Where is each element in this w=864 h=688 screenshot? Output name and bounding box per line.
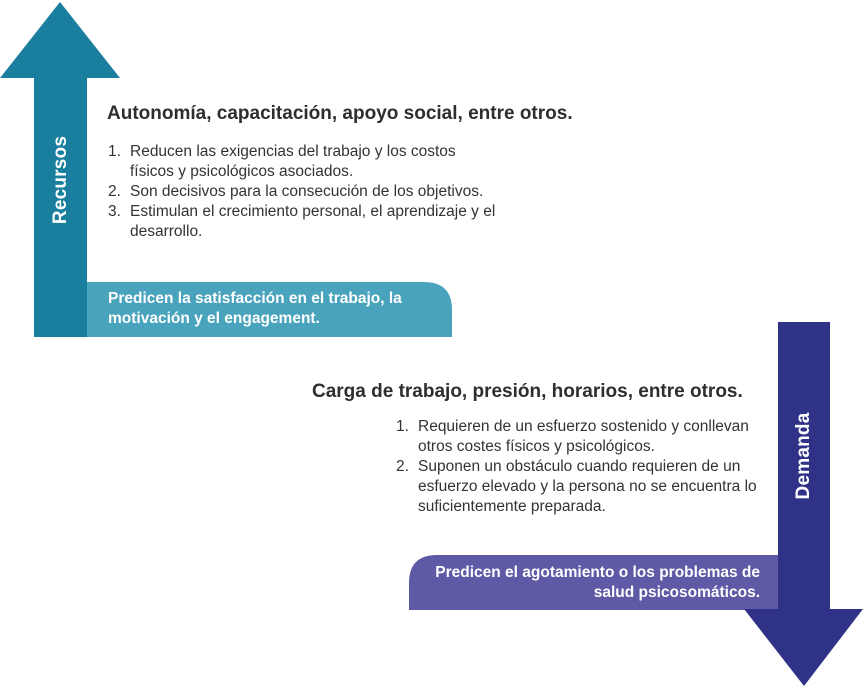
recursos-point-number: 1.	[108, 143, 121, 160]
recursos-points-list: 1. Reducen las exigencias del trabajo y l…	[108, 142, 500, 242]
demanda-arrow	[744, 322, 863, 686]
demanda-point: 2. Suponen un obstáculo cuando requieren …	[396, 457, 768, 517]
demanda-point: 1. Requieren de un esfuerzo sostenido y c…	[396, 417, 768, 457]
demanda-points-list: 1. Requieren de un esfuerzo sostenido y c…	[396, 417, 768, 517]
demanda-banner	[409, 555, 778, 610]
recursos-heading: Autonomía, capacitación, apoyo social, e…	[107, 103, 573, 124]
demanda-point-number: 1.	[396, 418, 409, 435]
demanda-point-text: Requieren de un esfuerzo sostenido y con…	[418, 418, 749, 455]
recursos-point-number: 3.	[108, 203, 121, 220]
recursos-point: 2. Son decisivos para la consecución de l…	[108, 182, 500, 202]
demanda-point-text: Suponen un obstáculo cuando requieren de…	[418, 458, 757, 515]
recursos-arrow	[0, 2, 120, 337]
demanda-heading: Carga de trabajo, presión, horarios, ent…	[312, 381, 743, 402]
recursos-point-text: Reducen las exigencias del trabajo y los…	[130, 143, 456, 180]
recursos-label: Recursos	[50, 135, 71, 225]
recursos-point-text: Estimulan el crecimiento personal, el ap…	[130, 203, 496, 240]
demanda-point-number: 2.	[396, 458, 409, 475]
recursos-point: 1. Reducen las exigencias del trabajo y l…	[108, 142, 500, 182]
recursos-banner	[86, 282, 452, 337]
recursos-banner-text: Predicen la satisfacción en el trabajo, …	[108, 290, 402, 327]
recursos-point-number: 2.	[108, 183, 121, 200]
recursos-point-text: Son decisivos para la consecución de los…	[130, 183, 484, 200]
demanda-label: Demanda	[793, 412, 814, 500]
recursos-point: 3. Estimulan el crecimiento personal, el …	[108, 202, 500, 242]
demanda-banner-text: Predicen el agotamiento o los problemas …	[435, 564, 760, 601]
